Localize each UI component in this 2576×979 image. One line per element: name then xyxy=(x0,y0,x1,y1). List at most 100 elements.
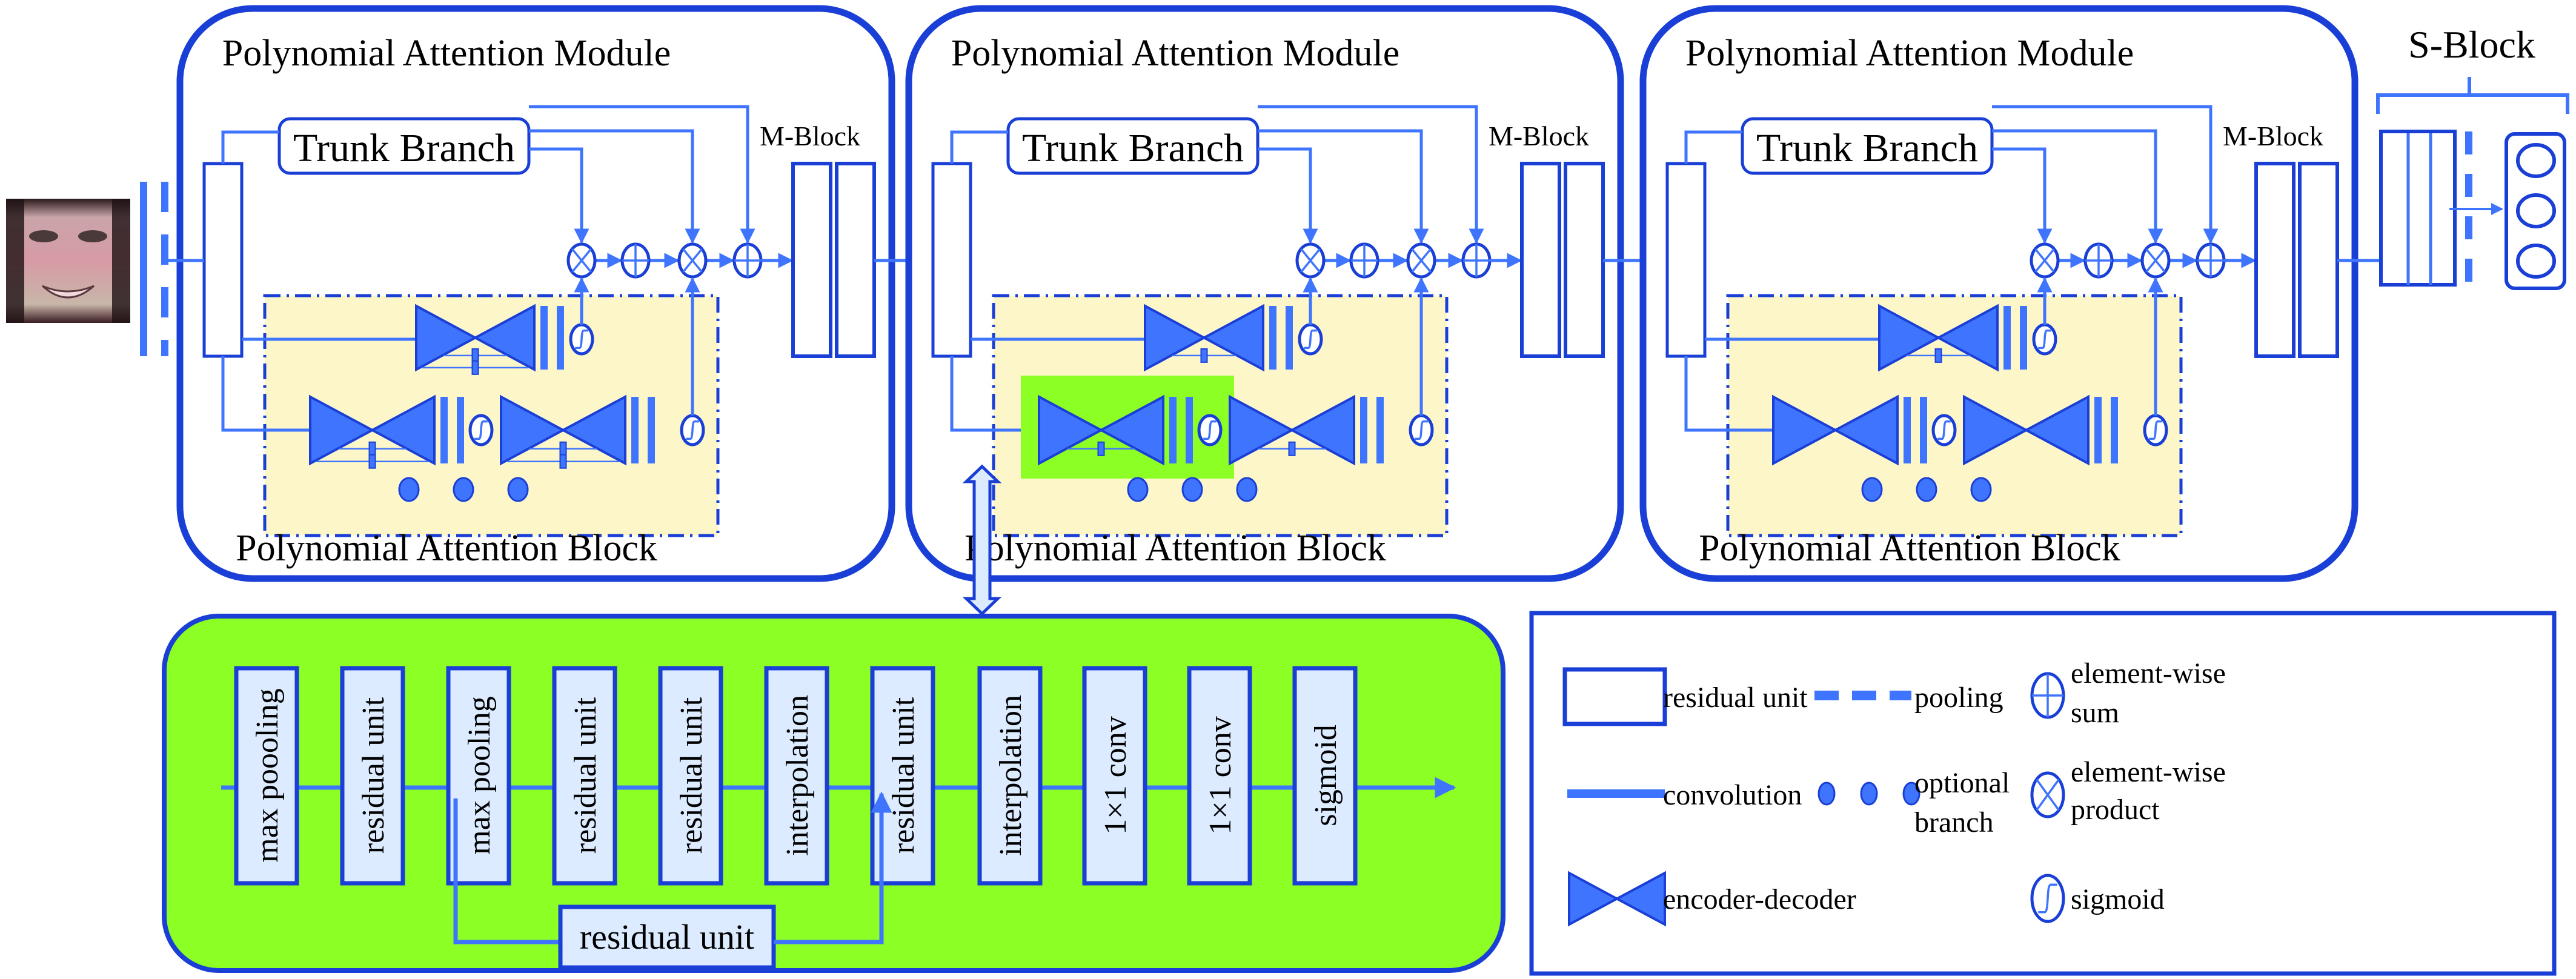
convolution-bar xyxy=(440,397,448,463)
mblock-label: M-Block xyxy=(2223,121,2323,151)
sigmoid-icon xyxy=(1409,414,1434,446)
sigmoid-curve xyxy=(1415,420,1428,440)
convolution-bar xyxy=(1169,397,1177,463)
detail-unit-box xyxy=(764,666,829,886)
optional-branch-dot xyxy=(1970,477,1992,502)
detail-unit-box xyxy=(1292,666,1358,886)
sigmoid-icon xyxy=(468,414,494,446)
detail-unit-8: interpolation xyxy=(977,666,1043,886)
sigmoid-icon xyxy=(2030,874,2065,923)
legend-label-encoder-decoder: encoder-decoder xyxy=(1663,883,1856,915)
convolution-bars xyxy=(2094,397,2118,463)
optional-branch-dot xyxy=(507,477,529,502)
module-title: Polynomial Attention Module xyxy=(1685,33,2134,74)
legend-label-optional-line2: branch xyxy=(1914,806,1994,838)
cross-b xyxy=(571,248,592,273)
element-wise-sum-icon xyxy=(1461,242,1492,279)
attention-block-label: Polynomial Attention Block xyxy=(236,528,657,569)
trunk-branch-box xyxy=(277,117,531,175)
convolution-bar xyxy=(1360,397,1367,463)
convolution-bar xyxy=(2020,306,2027,370)
trunk-to-product-1 xyxy=(1992,147,2053,244)
element-wise-sum-icon xyxy=(1349,242,1379,279)
convolution-bars xyxy=(1169,397,1193,463)
element-wise-sum-icon xyxy=(620,242,651,279)
detail-unit-1: max poooling xyxy=(234,666,299,886)
encoder-decoder-icon xyxy=(1229,394,1355,466)
trunk-to-sum-2 xyxy=(1992,105,2219,244)
detail-unit-9: 1×1 conv xyxy=(1082,666,1147,886)
decoder-triangle xyxy=(1289,394,1355,466)
detail-unit-label: residual unit xyxy=(568,697,603,854)
second-order-connection xyxy=(1684,356,1773,432)
detail-unit-label: max poooling xyxy=(250,688,285,862)
skip-residual-marker xyxy=(1097,441,1105,456)
legend-label-sigmoid: sigmoid xyxy=(2071,883,2165,915)
input-residual-unit xyxy=(931,162,972,358)
skip-residual-marker xyxy=(1200,348,1208,363)
mblock-residual-unit xyxy=(791,162,832,358)
module-title: Polynomial Attention Module xyxy=(951,33,1400,74)
sigmoid-curve xyxy=(2038,883,2057,914)
residual-unit-icon xyxy=(1562,667,1667,726)
decoder-triangle xyxy=(1614,871,1666,927)
encoder-decoder-icon xyxy=(1144,304,1264,372)
decoder-triangle xyxy=(473,304,536,372)
detail-unit-box xyxy=(1082,666,1147,886)
encoder-decoder-icon xyxy=(1568,871,1666,927)
sigmoid-icon xyxy=(680,414,705,446)
sigmoid-icon xyxy=(1298,323,1323,356)
encoder-triangle xyxy=(1568,871,1620,927)
skip-residual-marker xyxy=(471,348,479,363)
detail-unit-box xyxy=(977,666,1043,886)
element-wise-product-icon xyxy=(1295,242,1326,279)
mblock-residual-unit xyxy=(2254,162,2295,358)
decoder-triangle xyxy=(370,394,436,466)
module-title: Polynomial Attention Module xyxy=(222,33,671,74)
cross-b xyxy=(2036,778,2060,811)
convolution-bars xyxy=(540,306,564,370)
element-wise-product-icon xyxy=(2030,771,2065,818)
skip-residual-marker xyxy=(1288,441,1296,456)
trunk-to-sum-2 xyxy=(529,105,755,244)
sigmoid-icon xyxy=(569,323,594,356)
encoder-decoder-icon xyxy=(1038,394,1164,466)
trunk-to-product-2 xyxy=(529,129,700,244)
mblock-residual-unit xyxy=(835,162,876,358)
convolution-bar xyxy=(540,306,548,370)
mblock-label: M-Block xyxy=(760,121,860,151)
detail-unit-4: residual unit xyxy=(552,666,617,886)
convolution-bars xyxy=(440,397,464,463)
detail-unit-label: sigmoid xyxy=(1309,725,1343,826)
detail-unit-box xyxy=(870,666,935,886)
mblock-residual-unit xyxy=(2298,162,2339,358)
attention-block-label: Polynomial Attention Block xyxy=(964,528,1386,569)
element-wise-product-icon xyxy=(2140,242,2171,279)
element-wise-product-icon xyxy=(566,242,597,279)
encoder-decoder-icon xyxy=(309,394,436,469)
detail-unit-label: interpolation xyxy=(994,695,1028,856)
detail-unit-label: 1×1 conv xyxy=(1203,716,1238,834)
encoder-triangle xyxy=(1229,394,1295,466)
convolution-bar xyxy=(1186,397,1193,463)
sigmoid-curve xyxy=(686,420,699,440)
second-order-connection xyxy=(950,356,1039,432)
optional-branch-dot xyxy=(398,477,420,502)
detail-unit-label: max pooling xyxy=(462,696,497,854)
encoder-decoder-icon xyxy=(500,394,626,469)
cross-b xyxy=(2145,248,2166,273)
output-node xyxy=(2516,193,2556,228)
element-wise-sum-icon xyxy=(732,242,763,279)
element-wise-sum-icon xyxy=(2083,242,2114,279)
mblock-label: M-Block xyxy=(1489,121,1589,151)
optional-branch-dot xyxy=(1127,477,1149,502)
input-pooling xyxy=(140,182,168,356)
convolution-bar xyxy=(2111,397,2118,463)
sigmoid-icon xyxy=(2143,414,2168,446)
trunk-input-connector xyxy=(1684,130,1742,164)
optional-branch-icon xyxy=(1860,782,1878,806)
